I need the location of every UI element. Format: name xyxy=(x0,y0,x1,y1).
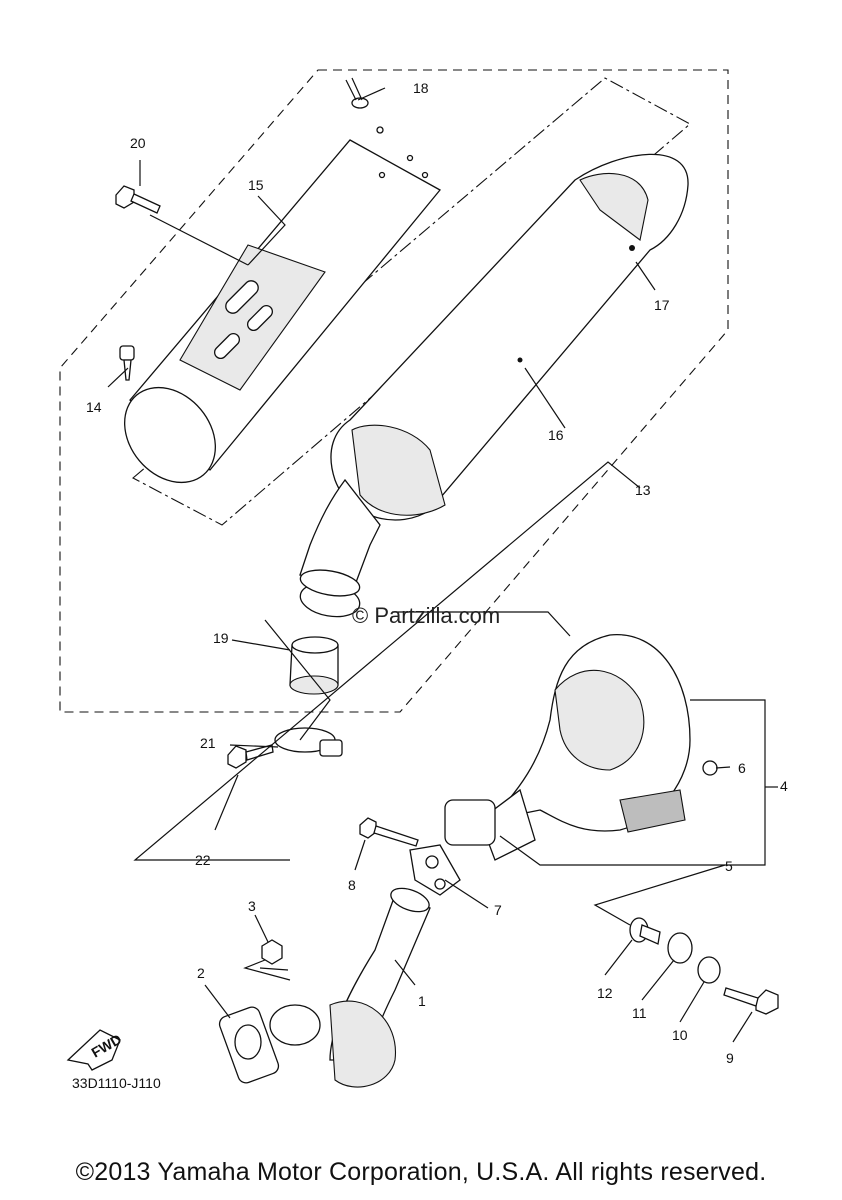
band-clamp xyxy=(274,727,343,757)
callout-17: 17 xyxy=(654,297,670,313)
muffler-body xyxy=(299,153,689,618)
exhaust-pipe-1 xyxy=(269,887,431,1088)
bracket xyxy=(409,844,461,896)
callout-13: 13 xyxy=(635,482,651,498)
nut xyxy=(261,939,283,965)
callout-19: 19 xyxy=(213,630,229,646)
callout-9: 9 xyxy=(726,1050,734,1066)
callout-16: 16 xyxy=(548,427,564,443)
callout-14: 14 xyxy=(86,399,102,415)
rivet-18 xyxy=(345,77,369,109)
collar-12 xyxy=(629,917,661,945)
damper-11 xyxy=(667,932,693,964)
washer-10 xyxy=(697,956,721,984)
callout-4: 4 xyxy=(780,778,788,794)
callout-7: 7 xyxy=(494,902,502,918)
copyright-notice: ©2013 Yamaha Motor Corporation, U.S.A. A… xyxy=(75,1158,767,1186)
callout-20: 20 xyxy=(130,135,146,151)
bolt-9 xyxy=(723,987,779,1015)
muffler-body-outline xyxy=(132,77,691,526)
exhaust-pipe-2 xyxy=(444,634,718,861)
callout-3: 3 xyxy=(248,898,256,914)
callout-22: 22 xyxy=(195,852,211,868)
callout-11: 11 xyxy=(632,1005,647,1021)
callout-15: 15 xyxy=(248,177,264,193)
screw-14 xyxy=(119,345,135,381)
bolt-8 xyxy=(359,817,419,847)
callout-10: 10 xyxy=(672,1027,688,1043)
callout-1: 1 xyxy=(418,993,426,1009)
leader-lines xyxy=(107,87,778,1043)
watermark: © Partzilla.com xyxy=(352,603,500,628)
gasket xyxy=(218,1006,280,1084)
muffler-assembly-boundary xyxy=(59,69,729,713)
callout-12: 12 xyxy=(597,985,613,1001)
joint-pipe xyxy=(289,636,339,695)
callout-21: 21 xyxy=(200,735,216,751)
callout-18: 18 xyxy=(413,80,429,96)
bolt-22 xyxy=(227,744,274,769)
muffler-cover xyxy=(124,126,441,484)
callout-2: 2 xyxy=(197,965,205,981)
fwd-arrow-icon: FWD xyxy=(66,1029,124,1071)
callout-5: 5 xyxy=(725,858,733,874)
bolt-20 xyxy=(115,185,161,214)
callout-8: 8 xyxy=(348,877,356,893)
diagram-code: 33D1110-J110 xyxy=(72,1075,161,1091)
callout-6: 6 xyxy=(738,760,746,776)
